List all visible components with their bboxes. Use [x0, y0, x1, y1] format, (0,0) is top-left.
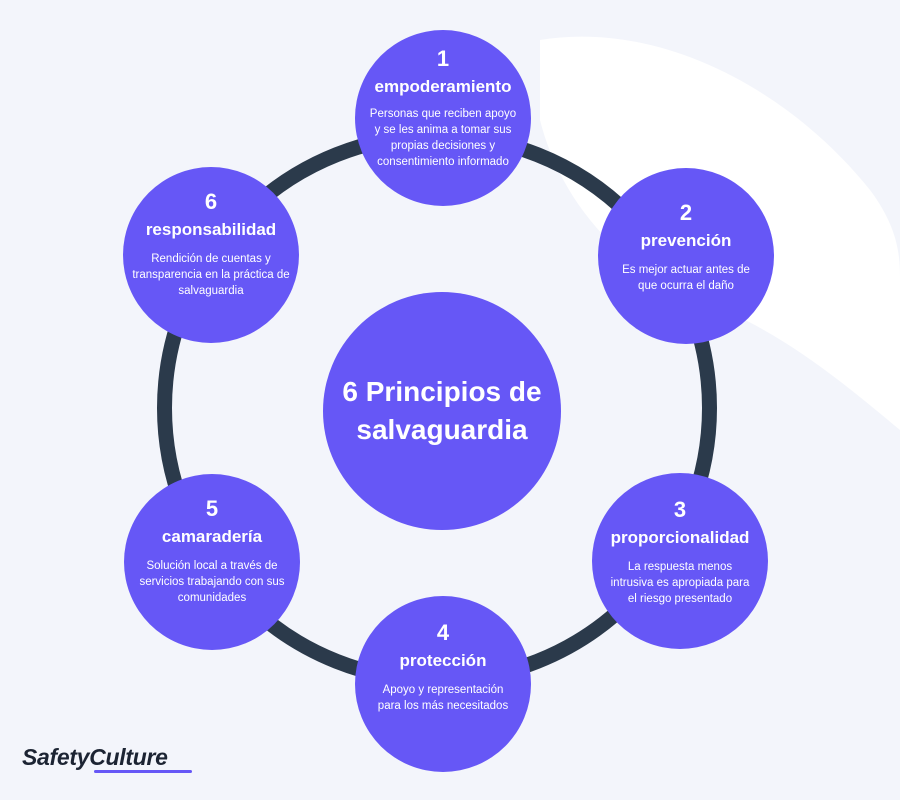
principle-title: prevención	[640, 231, 732, 250]
principle-2-node: 2 prevención Es mejor actuar antes de qu…	[598, 168, 774, 344]
principle-title: camaradería	[161, 527, 263, 546]
principle-description: Rendición de cuentas y transparencia en …	[132, 253, 290, 297]
principle-description: Apoyo y representación para los más nece…	[377, 684, 509, 712]
logo-text: SafetyCulture	[22, 744, 168, 770]
principle-number: 3	[673, 497, 687, 522]
principle-6-node: 6 responsabilidad Rendición de cuentas y…	[123, 167, 299, 343]
principle-number: 2	[679, 200, 693, 225]
safetyculture-logo: SafetyCulture	[22, 744, 192, 773]
principle-title: empoderamiento	[374, 77, 512, 96]
principle-3-node: 3 proporcionalidad La respuesta menos in…	[592, 473, 768, 649]
principle-title: protección	[399, 651, 487, 670]
principle-description: La respuesta menos intrusiva es apropiad…	[610, 561, 750, 605]
center-node: 6 Principios de salvaguardia	[323, 292, 561, 530]
principle-description: Solución local a través de servicios tra…	[139, 560, 285, 604]
principle-number: 6	[204, 189, 218, 214]
principle-number: 5	[205, 496, 219, 521]
principle-description: Personas que reciben apoyo y se les anim…	[369, 108, 517, 168]
principle-title: proporcionalidad	[610, 528, 750, 547]
principle-title: responsabilidad	[145, 220, 277, 239]
principle-4-node: 4 protección Apoyo y representación para…	[355, 596, 531, 772]
principle-number: 1	[436, 46, 450, 71]
principle-1-node: 1 empoderamiento Personas que reciben ap…	[355, 30, 531, 206]
logo-underline	[94, 770, 192, 773]
principle-description: Es mejor actuar antes de que ocurra el d…	[622, 264, 750, 292]
principle-5-node: 5 camaradería Solución local a través de…	[124, 474, 300, 650]
principle-number: 4	[436, 620, 450, 645]
diagram-title: 6 Principios de salvaguardia	[342, 376, 542, 445]
